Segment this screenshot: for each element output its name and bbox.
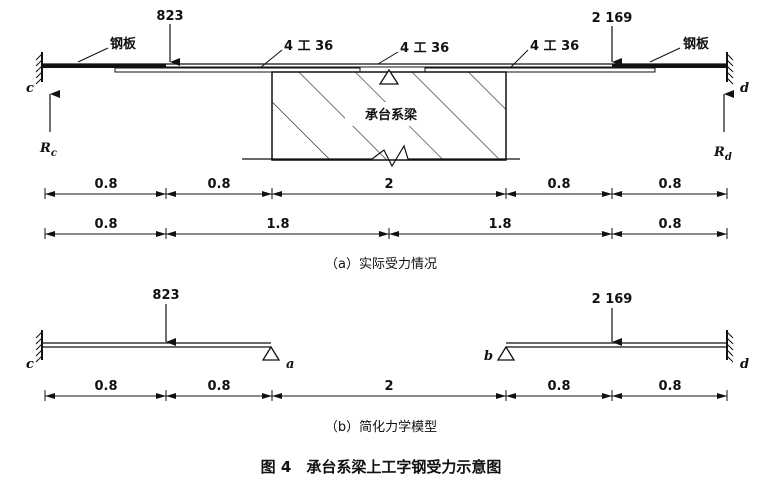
svg-text:0.8: 0.8 [547, 379, 570, 394]
svg-text:0.8: 0.8 [658, 379, 681, 394]
fixed-support-right [726, 52, 734, 85]
node-label-d: d [740, 357, 749, 372]
svg-text:823: 823 [156, 9, 183, 24]
support-label-d: d [740, 81, 749, 96]
beam-b-d [506, 342, 727, 348]
node-label-c: c [26, 357, 34, 372]
cap-beam-label: 承台系梁 [365, 107, 418, 123]
load-arrow-right: 2 169 [592, 11, 633, 66]
hinge-support-b [496, 345, 516, 361]
reaction-arrow-right: Rd [713, 90, 734, 163]
part-b-simplified-model: a c 823 b d 2 169 [26, 288, 749, 435]
i-beam-segment-right [424, 67, 656, 73]
load-arrow-left: 823 [156, 9, 184, 66]
steel-plate-right [612, 64, 727, 68]
svg-text:4 工 36: 4 工 36 [284, 39, 333, 54]
svg-text:1.8: 1.8 [488, 217, 511, 232]
svg-text:钢板: 钢板 [110, 36, 137, 52]
node-label-a: a [286, 357, 294, 372]
label-steel-plate-right: 钢板 [649, 36, 710, 63]
fixed-support-d [726, 330, 734, 363]
svg-text:2: 2 [384, 177, 393, 192]
hinge-support-a [261, 345, 281, 361]
beam-c-a [42, 342, 271, 348]
label-i-beam-left: 4 工 36 [259, 39, 333, 69]
svg-text:4 工 36: 4 工 36 [400, 41, 449, 56]
support-label-c: c [26, 81, 34, 96]
part-a-actual-loading: 承台系梁 823 2 169 钢板 4 工 36 4 工 36 [26, 9, 749, 272]
caption-b: （b）简化力学模型 [325, 419, 437, 435]
svg-text:0.8: 0.8 [207, 379, 230, 394]
node-label-b: b [484, 349, 493, 364]
reaction-arrow-left: Rc [39, 90, 60, 159]
i-beam-segment-left [114, 67, 361, 73]
svg-text:2 169: 2 169 [592, 292, 633, 307]
svg-text:0.8: 0.8 [547, 177, 570, 192]
svg-text:钢板: 钢板 [683, 36, 710, 52]
fixed-support-c [35, 330, 43, 363]
cap-beam-block: 承台系梁 [242, 68, 520, 168]
steel-plate-left [42, 64, 166, 68]
svg-text:0.8: 0.8 [658, 177, 681, 192]
svg-text:0.8: 0.8 [94, 379, 117, 394]
svg-text:0.8: 0.8 [94, 217, 117, 232]
hinge-support-center [378, 68, 400, 85]
svg-text:1.8: 1.8 [266, 217, 289, 232]
caption-a: （a）实际受力情况 [325, 257, 437, 272]
dimension-row-1: 0.8 0.8 2 0.8 0.8 [44, 177, 728, 199]
dimension-row-b: 0.8 0.8 2 0.8 0.8 [44, 379, 728, 401]
svg-text:4 工 36: 4 工 36 [530, 39, 579, 54]
svg-text:2: 2 [384, 379, 393, 394]
svg-text:0.8: 0.8 [207, 177, 230, 192]
svg-text:823: 823 [152, 288, 179, 303]
label-i-beam-right: 4 工 36 [509, 39, 579, 69]
svg-text:0.8: 0.8 [94, 177, 117, 192]
dimension-row-2: 0.8 1.8 1.8 0.8 [44, 217, 728, 239]
label-steel-plate-left: 钢板 [77, 36, 137, 63]
load-arrow-b-right: 2 169 [592, 292, 633, 346]
svg-text:0.8: 0.8 [658, 217, 681, 232]
svg-text:Rd: Rd [713, 145, 732, 163]
load-arrow-b-left: 823 [152, 288, 180, 346]
label-i-beam-center: 4 工 36 [377, 41, 449, 65]
svg-text:2 169: 2 169 [592, 11, 633, 26]
svg-text:Rc: Rc [39, 141, 57, 159]
figure-title: 图 4 承台系梁上工字钢受力示意图 [261, 458, 502, 476]
fixed-support-left [35, 52, 43, 85]
